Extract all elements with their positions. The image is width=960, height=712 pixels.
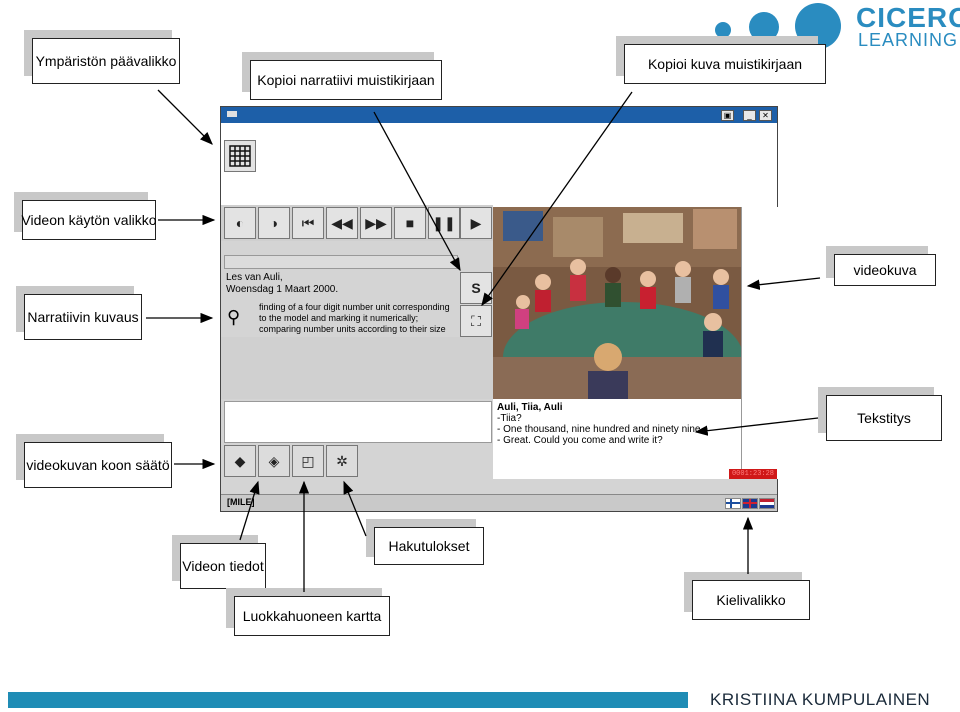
window-menu-icon[interactable] [227,111,237,117]
right-margin-panel [741,207,778,479]
narrative-author: Les van Auli, [226,272,283,283]
classroom-map-button[interactable]: ◰ [292,445,324,477]
callout-copy-narrative: Kopioi narratiivi muistikirjaan [242,52,442,100]
narrative-text: finding of a four digit number unit corr… [259,302,450,335]
main-menu-area [221,123,777,207]
logo-text-learning: LEARNING [858,30,959,50]
app-window: ▣ _ ✕ ◐ ◑ ⏮ ◀◀ ▶▶ ■ ❚❚ ▶ Les van Auli, W… [220,106,778,512]
forward-search-icon[interactable]: ◑ [258,207,290,239]
rewind-icon[interactable]: ◀◀ [326,207,358,239]
copy-narrative-button[interactable]: S [460,272,492,304]
callout-video-image: videokuva [826,246,936,286]
close-icon[interactable]: ✕ [759,110,772,121]
subtitle-line: - Great. Could you come and write it? [497,435,663,446]
callout-subtitle: Tekstitys [818,387,942,441]
callout-narrative-description: Narratiivin kuvaus [16,286,142,340]
video-size-button[interactable]: ◆ [224,445,256,477]
flag-dutch-icon[interactable] [759,498,775,509]
footer-bar [8,692,688,708]
callout-main-menu: Ympäristön päävalikko [24,30,180,84]
narrative-text-line: comparing number units according to thei… [259,324,446,334]
narrative-search-icon[interactable]: ⚲ [227,307,241,327]
flag-english-icon[interactable] [742,498,758,509]
app-icon: ▣ [721,110,734,121]
minimize-icon[interactable]: _ [743,110,756,121]
subtitle-line: - One thousand, nine hundred and ninety … [497,424,704,435]
footer-author: KRISTIINA KUMPULAINEN [710,690,931,709]
rewind-search-icon[interactable]: ◐ [224,207,256,239]
skip-start-icon[interactable]: ⏮ [292,207,324,239]
callout-video-menu: Videon käytön valikko [14,192,157,240]
callout-video-info: Videon tiedot [172,535,266,589]
main-menu-grid-icon[interactable] [224,140,256,172]
callout-video-size: videokuvan koon säätö [16,434,172,488]
search-results-button[interactable]: ✲ [326,445,358,477]
subtitle-panel: Auli, Tiia, Auli -Tiia? - One thousand, … [493,399,741,479]
narrative-header: Les van Auli, Woensdag 1 Maart 2000. [226,272,338,296]
subtitle-speakers: Auli, Tiia, Auli [497,402,563,413]
play-icon[interactable]: ▶ [460,207,492,239]
callout-classroom-map: Luokkahuoneen kartta [226,588,390,636]
copy-image-button[interactable]: ⛶ [460,305,492,337]
pause-icon[interactable]: ❚❚ [428,207,460,239]
status-label: [MILE] [227,497,255,507]
subtitle-line: -Tiia? [497,413,522,424]
lower-info-panel [224,401,492,443]
fast-forward-icon[interactable]: ▶▶ [360,207,392,239]
narrative-text-line: to the model and marking it numerically; [259,313,419,323]
video-frame[interactable] [493,207,741,399]
flag-finnish-icon[interactable] [725,498,741,509]
callout-copy-image: Kopioi kuva muistikirjaan [616,36,826,84]
narrative-header-bar [224,255,458,269]
timecode: 0001:23:28 [729,469,777,479]
narrative-text-line: finding of a four digit number unit corr… [259,302,450,312]
narrative-date: Woensdag 1 Maart 2000. [226,284,339,295]
logo-text-cicero: CICERO [856,2,960,33]
stop-icon[interactable]: ■ [394,207,426,239]
status-bar: [MILE] [221,494,777,511]
callout-search-results: Hakutulokset [366,519,484,565]
callout-language-menu: Kielivalikko [684,572,810,620]
title-bar: ▣ _ ✕ [221,107,777,123]
classroom-video-image [493,207,741,399]
video-info-button[interactable]: ◈ [258,445,290,477]
narrative-spacer [221,337,493,399]
